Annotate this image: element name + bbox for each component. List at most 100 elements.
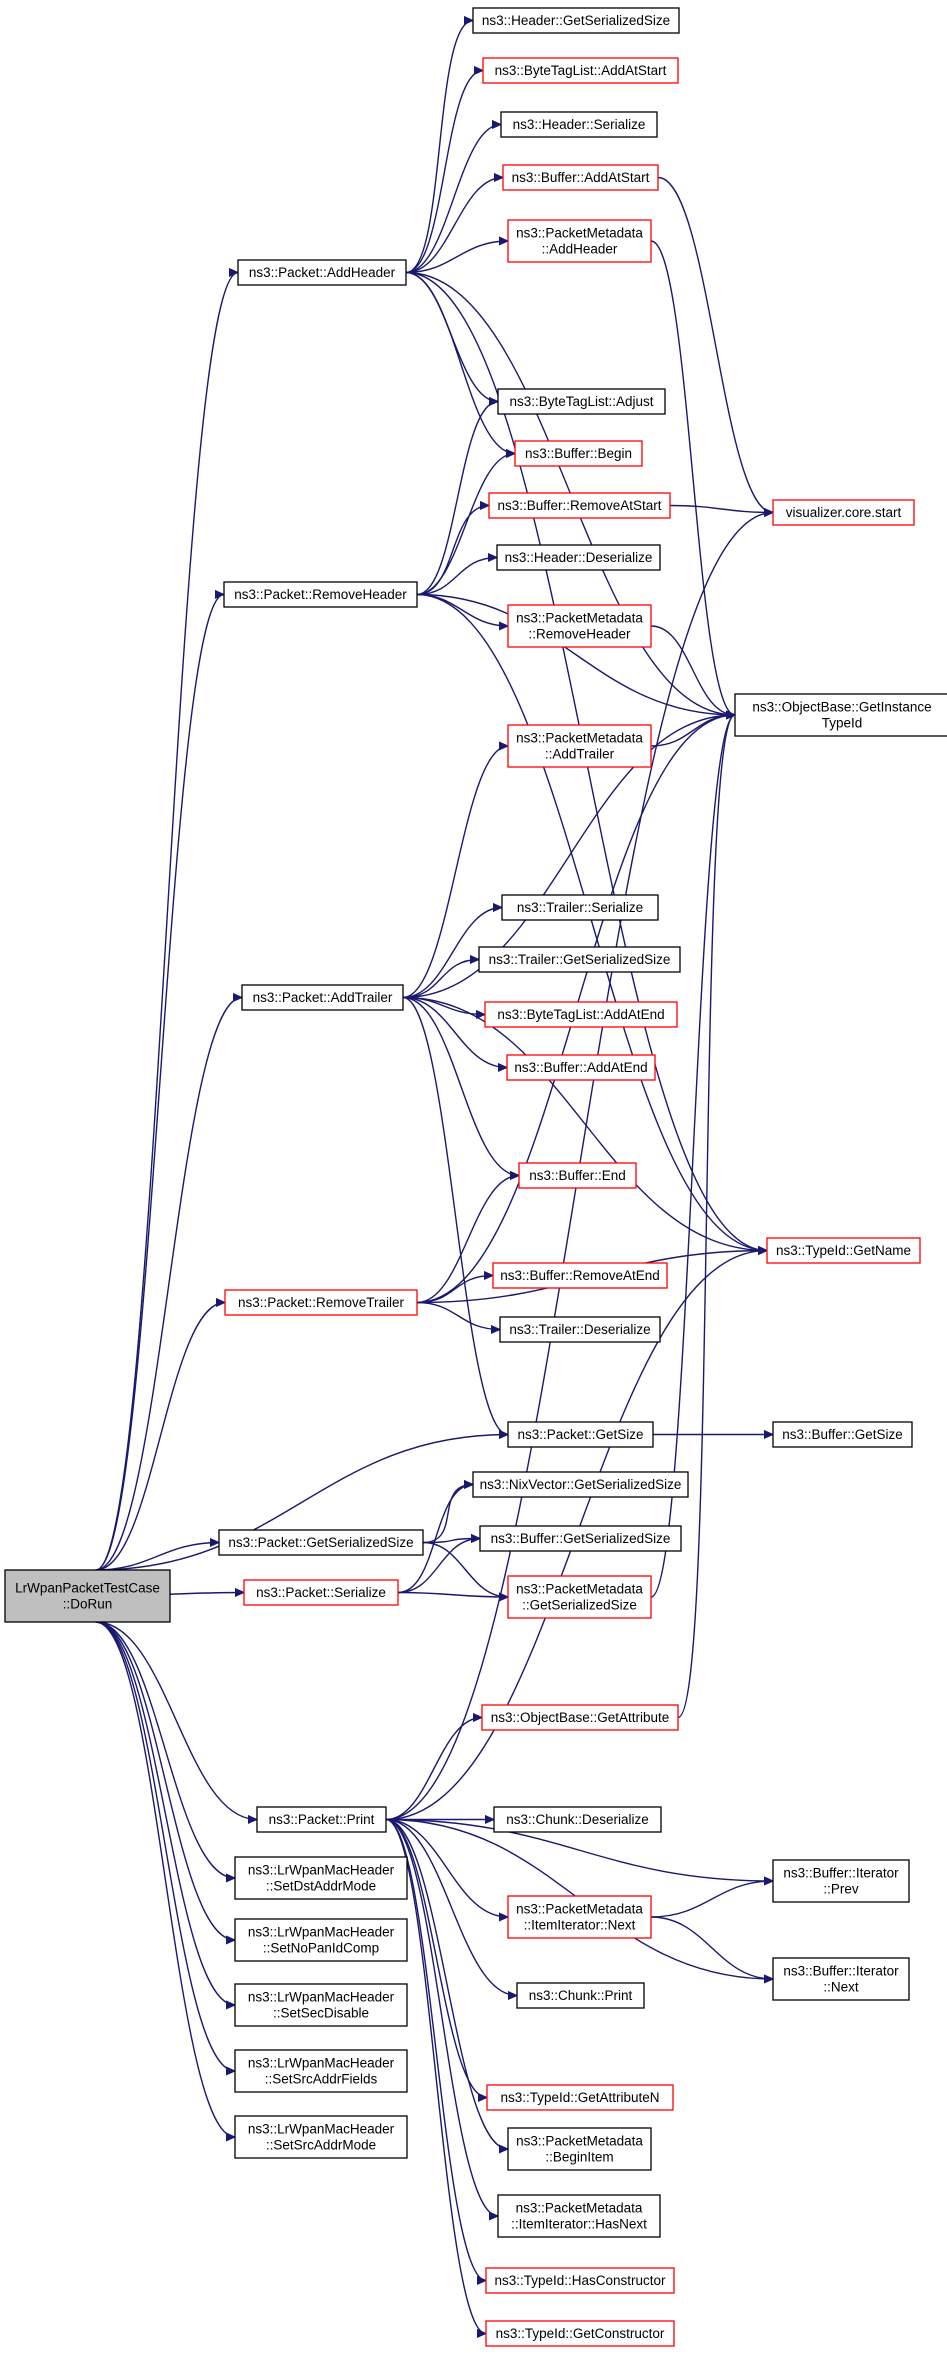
node-bufAddAtEnd[interactable]: ns3::Buffer::AddAtEnd	[506, 1054, 656, 1081]
node-box	[488, 492, 671, 519]
node-label: ns3::ByteTagList::AddAtStart	[495, 63, 667, 78]
node-nixGetSerSize[interactable]: ns3::NixVector::GetSerializedSize	[472, 1471, 689, 1498]
node-box	[224, 1289, 418, 1316]
edge-line	[402, 996, 508, 1435]
node-label: ::SetSecDisable	[273, 2006, 369, 2021]
edge-addTrailer-to-trSerialize	[402, 908, 502, 999]
node-tidGetName[interactable]: ns3::TypeId::GetName	[766, 1237, 921, 1264]
node-setSrcM[interactable]: ns3::LrWpanMacHeader::SetSrcAddrMode	[234, 2115, 408, 2159]
node-label: ns3::Packet::AddTrailer	[253, 990, 393, 1005]
node-bufRemoveAtStart[interactable]: ns3::Buffer::RemoveAtStart	[488, 492, 671, 519]
node-btlAddAtStart[interactable]: ns3::ByteTagList::AddAtStart	[482, 57, 679, 84]
edge-addTrailer-to-obGetInstTid	[402, 715, 735, 999]
edge-removeTrailer-to-trDeserialize	[416, 1301, 500, 1330]
node-box	[484, 1001, 678, 1028]
node-bufAddAtStart[interactable]: ns3::Buffer::AddAtStart	[502, 164, 659, 191]
node-label: ::Prev	[823, 1882, 859, 1897]
node-box	[507, 1895, 652, 1939]
node-tidGetAttrN[interactable]: ns3::TypeId::GetAttributeN	[486, 2084, 674, 2111]
edge-line	[385, 1818, 517, 1996]
edge-pktPrint-to-pmItHasNext	[385, 1818, 498, 2217]
node-pmBeginItem[interactable]: ns3::PacketMetadata::BeginItem	[507, 2127, 652, 2171]
node-bufItNext[interactable]: ns3::Buffer::Iterator::Next	[772, 1957, 910, 2001]
edge-line	[402, 996, 485, 1015]
node-box	[218, 1529, 424, 1556]
node-label: ns3::TypeId::GetConstructor	[496, 2326, 665, 2341]
node-pmAddTrailer[interactable]: ns3::PacketMetadata::AddTrailer	[507, 724, 652, 768]
node-box	[507, 1421, 654, 1448]
node-obGetAttr[interactable]: ns3::ObjectBase::GetAttribute	[481, 1704, 679, 1731]
node-bufEnd[interactable]: ns3::Buffer::End	[518, 1162, 637, 1189]
node-hdrDeserialize[interactable]: ns3::Header::Deserialize	[496, 544, 661, 571]
node-btlAddAtEnd[interactable]: ns3::ByteTagList::AddAtEnd	[484, 1001, 678, 1028]
node-box	[485, 2320, 675, 2347]
edge-line	[402, 960, 479, 999]
node-tidGetCtor[interactable]: ns3::TypeId::GetConstructor	[485, 2320, 675, 2347]
node-pmAddHeader[interactable]: ns3::PacketMetadata::AddHeader	[507, 219, 652, 263]
call-edges	[95, 21, 773, 2334]
node-setSec[interactable]: ns3::LrWpanMacHeader::SetSecDisable	[234, 1983, 408, 2027]
edge-pktGetSerSize-to-nixGetSerSize	[422, 1485, 473, 1544]
node-box	[772, 1859, 910, 1903]
node-label: ns3::Chunk::Deserialize	[506, 1812, 649, 1827]
edge-root-to-removeHeader	[95, 595, 224, 1571]
node-pktGetSerSize[interactable]: ns3::Packet::GetSerializedSize	[218, 1529, 424, 1556]
node-trDeserialize[interactable]: ns3::Trailer::Deserialize	[499, 1316, 661, 1343]
node-label: ns3::Buffer::End	[529, 1168, 626, 1183]
edge-addHeader-to-btlAddAtStart	[405, 71, 483, 274]
node-label: ::BeginItem	[545, 2150, 613, 2165]
node-bufBegin[interactable]: ns3::Buffer::Begin	[514, 440, 643, 467]
node-pmItHasNext[interactable]: ns3::PacketMetadata::ItemIterator::HasNe…	[497, 2194, 661, 2238]
node-label: ns3::Packet::Print	[269, 1812, 375, 1827]
node-pmGetSerSize[interactable]: ns3::PacketMetadata::GetSerializedSize	[507, 1575, 652, 1619]
node-removeHeader[interactable]: ns3::Packet::RemoveHeader	[223, 581, 418, 608]
node-root[interactable]: LrWpanPacketTestCase::DoRun	[4, 1569, 171, 1623]
edge-line	[416, 402, 498, 596]
node-label: ns3::NixVector::GetSerializedSize	[480, 1477, 682, 1492]
node-setDst[interactable]: ns3::LrWpanMacHeader::SetDstAddrMode	[234, 1856, 408, 1900]
node-tidHasCtor[interactable]: ns3::TypeId::HasConstructor	[485, 2267, 675, 2294]
edge-line	[402, 996, 507, 1068]
node-trSerialize[interactable]: ns3::Trailer::Serialize	[501, 894, 659, 921]
node-vizStart[interactable]: visualizer.core.start	[772, 499, 915, 526]
edge-removeTrailer-to-bufEnd	[416, 1176, 519, 1304]
node-box	[506, 1054, 656, 1081]
node-pmItNext[interactable]: ns3::PacketMetadata::ItemIterator::Next	[507, 1895, 652, 1939]
node-removeTrailer[interactable]: ns3::Packet::RemoveTrailer	[224, 1289, 418, 1316]
node-bufGetSerSize[interactable]: ns3::Buffer::GetSerializedSize	[479, 1525, 682, 1552]
edge-addTrailer-to-btlAddAtEnd	[402, 996, 485, 1015]
node-box	[234, 1918, 408, 1962]
node-pktPrint[interactable]: ns3::Packet::Print	[256, 1806, 387, 1833]
node-bufGetSize[interactable]: ns3::Buffer::GetSize	[772, 1421, 913, 1448]
node-bufItPrev[interactable]: ns3::Buffer::Iterator::Prev	[772, 1859, 910, 1903]
node-pktSerialize[interactable]: ns3::Packet::Serialize	[243, 1579, 399, 1606]
edge-addTrailer-to-pmAddTrailer	[402, 746, 508, 999]
edge-pktPrint-to-tidGetAttrN	[385, 1818, 487, 2098]
node-label: ::GetSerializedSize	[522, 1598, 637, 1613]
node-pktGetSize[interactable]: ns3::Packet::GetSize	[507, 1421, 654, 1448]
node-box	[472, 7, 680, 34]
node-bufRemoveAtEnd[interactable]: ns3::Buffer::RemoveAtEnd	[492, 1262, 668, 1289]
node-btlAdjust[interactable]: ns3::ByteTagList::Adjust	[497, 388, 666, 415]
node-addHeader[interactable]: ns3::Packet::AddHeader	[237, 259, 407, 286]
edge-addTrailer-to-bufAddAtEnd	[402, 996, 507, 1068]
edge-line	[402, 996, 519, 1176]
node-setNoPan[interactable]: ns3::LrWpanMacHeader::SetNoPanIdComp	[234, 1918, 408, 1962]
node-box	[234, 1983, 408, 2027]
node-trGetSerSize[interactable]: ns3::Trailer::GetSerializedSize	[478, 946, 681, 973]
node-box	[481, 1704, 679, 1731]
node-label: ::DoRun	[63, 1597, 113, 1612]
node-addTrailer[interactable]: ns3::Packet::AddTrailer	[241, 984, 404, 1011]
node-chunkDeserialize[interactable]: ns3::Chunk::Deserialize	[493, 1806, 662, 1833]
edge-line	[397, 1485, 473, 1594]
node-box	[486, 2084, 674, 2111]
node-pmRemoveHeader[interactable]: ns3::PacketMetadata::RemoveHeader	[507, 604, 652, 648]
node-setSrcF[interactable]: ns3::LrWpanMacHeader::SetSrcAddrFields	[234, 2049, 408, 2093]
node-hdrGetSerSize[interactable]: ns3::Header::GetSerializedSize	[472, 7, 680, 34]
edge-pmAddTrailer-to-obGetInstTid	[650, 715, 735, 747]
node-box	[493, 1806, 662, 1833]
node-chunkPrint[interactable]: ns3::Chunk::Print	[516, 1982, 645, 2009]
edge-pktPrint-to-tidHasCtor	[385, 1818, 486, 2281]
node-hdrSerialize[interactable]: ns3::Header::Serialize	[500, 111, 658, 138]
